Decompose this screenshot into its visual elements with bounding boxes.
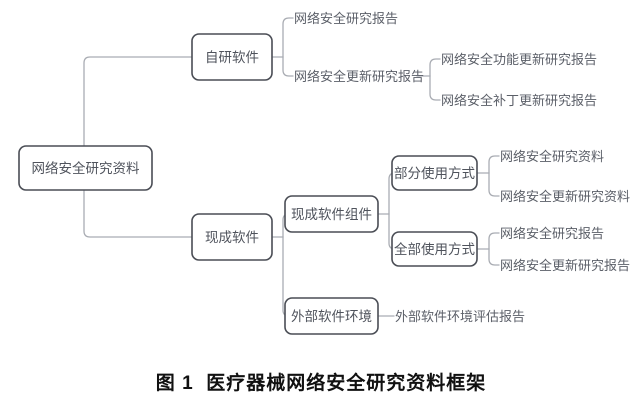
node-self-developed-software-label: 自研软件 xyxy=(205,50,259,65)
connector-partial-leaf1 xyxy=(488,155,500,174)
node-external-software-environment-rect xyxy=(284,297,379,335)
connector-selfdev-leaf1 xyxy=(282,17,294,58)
leaf-self-dev-security-update-research-report: 网络安全更新研究报告 xyxy=(294,69,424,84)
node-partial-use-rect xyxy=(391,155,478,191)
node-full-use[interactable]: 全部使用方式 xyxy=(391,231,478,267)
node-self-developed-software-rect xyxy=(191,33,273,81)
figure-caption: 图 1 医疗器械网络安全研究资料框架 xyxy=(155,373,487,394)
leaf-full-security-update-research-report: 网络安全更新研究报告 xyxy=(500,258,630,273)
node-partial-use[interactable]: 部分使用方式 xyxy=(391,155,478,191)
node-self-developed-software[interactable]: 自研软件 xyxy=(191,33,273,81)
node-off-the-shelf-software-rect xyxy=(191,213,273,261)
node-ots-component-label: 现成软件组件 xyxy=(291,207,372,222)
connector-partial-leaf2 xyxy=(488,172,500,197)
connector-root-down-branch xyxy=(83,167,193,238)
leaf-external-env-assessment-report: 外部软件环境评估报告 xyxy=(395,309,525,324)
node-root-label: 网络安全研究资料 xyxy=(32,160,140,176)
connector-root-up-branch xyxy=(83,56,193,169)
connector-update-leaf2 xyxy=(429,75,441,101)
leaf-full-security-research-report: 网络安全研究报告 xyxy=(500,226,604,241)
node-full-use-rect xyxy=(391,231,478,267)
connector-update-leaf1 xyxy=(429,58,441,77)
leaf-security-function-update-research-report: 网络安全功能更新研究报告 xyxy=(441,52,597,67)
leaf-partial-security-update-research-material: 网络安全更新研究资料 xyxy=(500,189,630,204)
node-root[interactable]: 网络安全研究资料 xyxy=(18,145,153,191)
leaf-partial-security-research-material: 网络安全研究资料 xyxy=(500,149,604,164)
connector-selfdev-leaf2 xyxy=(282,56,294,77)
leaf-self-dev-security-research-report: 网络安全研究报告 xyxy=(294,11,398,26)
leaf-security-patch-update-research-report: 网络安全补丁更新研究报告 xyxy=(441,93,597,108)
node-external-software-environment-label: 外部软件环境 xyxy=(291,309,372,324)
node-off-the-shelf-software-label: 现成软件 xyxy=(205,230,259,245)
connector-full-leaf2 xyxy=(488,248,500,266)
node-root-rect xyxy=(18,145,153,191)
node-full-use-label: 全部使用方式 xyxy=(394,241,475,257)
node-off-the-shelf-software[interactable]: 现成软件 xyxy=(191,213,273,261)
node-external-software-environment[interactable]: 外部软件环境 xyxy=(284,297,379,335)
node-partial-use-label: 部分使用方式 xyxy=(394,165,475,181)
connector-full-leaf1 xyxy=(488,232,500,250)
node-ots-component[interactable]: 现成软件组件 xyxy=(284,195,379,233)
tree-diagram: 网络安全研究资料 自研软件 现成软件 现成软件组件 外部软件环境 部分使用方式 xyxy=(18,11,630,335)
node-ots-component-rect xyxy=(284,195,379,233)
